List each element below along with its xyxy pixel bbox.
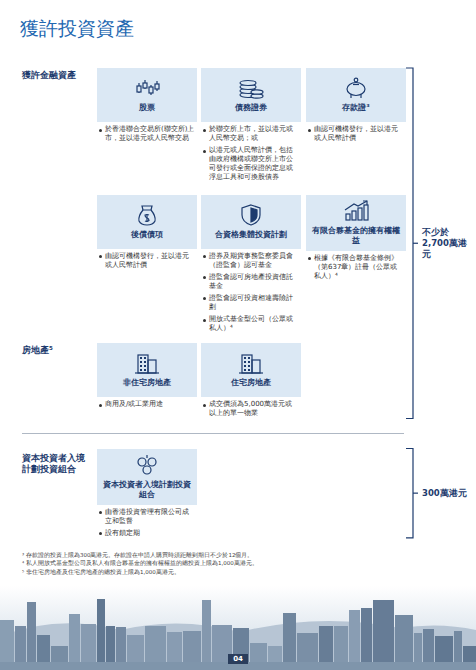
card-header-panel: 債務證券 <box>201 68 301 122</box>
sky <box>0 586 476 670</box>
asset-card: 有限合夥基金的擁有權權益根據《有限合夥基金條例》（第637章）註冊（公眾或私人）… <box>306 195 406 281</box>
card-title: 合資格集體投資計劃 <box>215 230 287 240</box>
asset-card: 債務證券於聯交所上市，並以港元或人民幣交易；或以港元或人民幣計價，包括由政府機構… <box>201 68 301 183</box>
asset-icon <box>342 77 370 99</box>
footnote: ³ 存款證的投資上限為300萬港元。存款證在申請人購買時須距離到期日不少於12個… <box>22 552 462 559</box>
asset-card: 後償債項由認可機構發行，並以港元或人民幣計價 <box>97 195 197 270</box>
building <box>27 602 36 670</box>
section-heading: 房地產⁵ <box>22 345 92 357</box>
card-title: 有限合夥基金的擁有權權益 <box>310 226 402 246</box>
building <box>69 614 80 670</box>
card-title: 非住宅房地產 <box>123 378 171 388</box>
amount-label: 300萬港元 <box>422 488 470 499</box>
card-title: 債務證券 <box>235 103 267 113</box>
building <box>97 599 105 670</box>
bullet-text: 證監會認可投資相連壽險計劃 <box>201 294 301 312</box>
footnote: ⁵ 非住宅房地產及住宅房地產的總投資上限為1,000萬港元。 <box>22 569 462 576</box>
asset-icon <box>133 352 161 374</box>
bullet-text: 開放式基金型公司（公眾或私人）⁴ <box>201 315 301 333</box>
building <box>395 615 413 670</box>
building <box>283 613 296 670</box>
bullet-text: 證券及期貨事務監察委員會（證監會）認可基金 <box>201 252 301 270</box>
bracket <box>406 68 413 419</box>
bullet-text: 由認可機構發行，並以港元或人民幣計價 <box>306 125 406 143</box>
asset-card: 非住宅房地產商用及/或工業用途 <box>97 343 197 409</box>
asset-icon <box>237 352 265 374</box>
bullet-text: 成交價須為5,000萬港元或以上的單一物業 <box>201 400 301 418</box>
building <box>373 600 394 670</box>
card-title: 資本投資者入境計劃投資組合 <box>101 480 193 500</box>
asset-icon <box>237 77 265 99</box>
bullet-text: 根據《有限合夥基金條例》（第637章）註冊（公眾或私人）⁴ <box>306 254 406 281</box>
bullet-text: 商用及/或工業用途 <box>97 400 197 409</box>
bullet-text: 設有鎖定期 <box>97 529 197 538</box>
amount-label: 不少於2,700萬港元 <box>422 227 470 260</box>
card-title: 存款證³ <box>342 103 370 113</box>
card-header-panel: 股票 <box>97 68 197 122</box>
card-header-panel: 住宅房地產 <box>201 343 301 397</box>
asset-card: 股票於香港聯合交易所(聯交所)上市，並以港元或人民幣交易 <box>97 68 197 143</box>
bullet-text: 以港元或人民幣計價，包括由政府機構或聯交所上市公司發行或全面保證的定息或浮息工具… <box>201 146 301 182</box>
page-number: 04 <box>228 654 248 664</box>
page-title: 獲許投資資產 <box>20 16 134 42</box>
asset-icon <box>342 200 370 222</box>
card-header-panel: 非住宅房地產 <box>97 343 197 397</box>
footnote: ⁴ 私人開放式基金型公司及私人有限合夥基金的擁有權權益的總投資上限為1,000萬… <box>22 560 462 567</box>
asset-icon <box>133 204 161 226</box>
asset-icon <box>133 77 161 99</box>
bullet-text: 於聯交所上市，並以港元或人民幣交易；或 <box>201 125 301 143</box>
card-title: 後償債項 <box>131 230 163 240</box>
card-header-panel: 資本投資者入境計劃投資組合 <box>97 449 197 505</box>
card-header-panel: 有限合夥基金的擁有權權益 <box>306 195 406 251</box>
bullet-text: 於香港聯合交易所(聯交所)上市，並以港元或人民幣交易 <box>97 125 197 143</box>
section-separator <box>22 433 404 434</box>
building <box>202 600 211 670</box>
bullet-text: 由香港投資管理有限公司成立和監督 <box>97 508 197 526</box>
card-header-panel: 後償債項 <box>97 195 197 249</box>
bracket-tick <box>413 493 418 494</box>
bullet-text: 證監會認可房地產投資信託基金 <box>201 273 301 291</box>
asset-icon <box>237 204 265 226</box>
section-heading: 獲許金融資產 <box>22 70 92 82</box>
asset-card: 存款證³ 由認可機構發行，並以港元或人民幣計價 <box>306 68 406 143</box>
card-title: 住宅房地產 <box>231 378 271 388</box>
asset-card: 資本投資者入境計劃投資組合由香港投資管理有限公司成立和監督設有鎖定期 <box>97 449 197 538</box>
building <box>349 610 360 670</box>
card-header-panel: 存款證³ <box>306 68 406 122</box>
building <box>361 608 372 670</box>
bracket-tick <box>413 243 418 244</box>
card-header-panel: 合資格集體投資計劃 <box>201 195 301 249</box>
asset-card: 合資格集體投資計劃證券及期貨事務監察委員會（證監會）認可基金證監會認可房地產投資… <box>201 195 301 334</box>
asset-card: 住宅房地產成交價須為5,000萬港元或以上的單一物業 <box>201 343 301 418</box>
bullet-text: 由認可機構發行，並以港元或人民幣計價 <box>97 252 197 270</box>
card-title: 股票 <box>139 103 155 113</box>
bracket <box>406 449 413 538</box>
section-heading: 資本投資者入境計劃投資組合 <box>22 453 92 476</box>
asset-icon <box>133 454 161 476</box>
